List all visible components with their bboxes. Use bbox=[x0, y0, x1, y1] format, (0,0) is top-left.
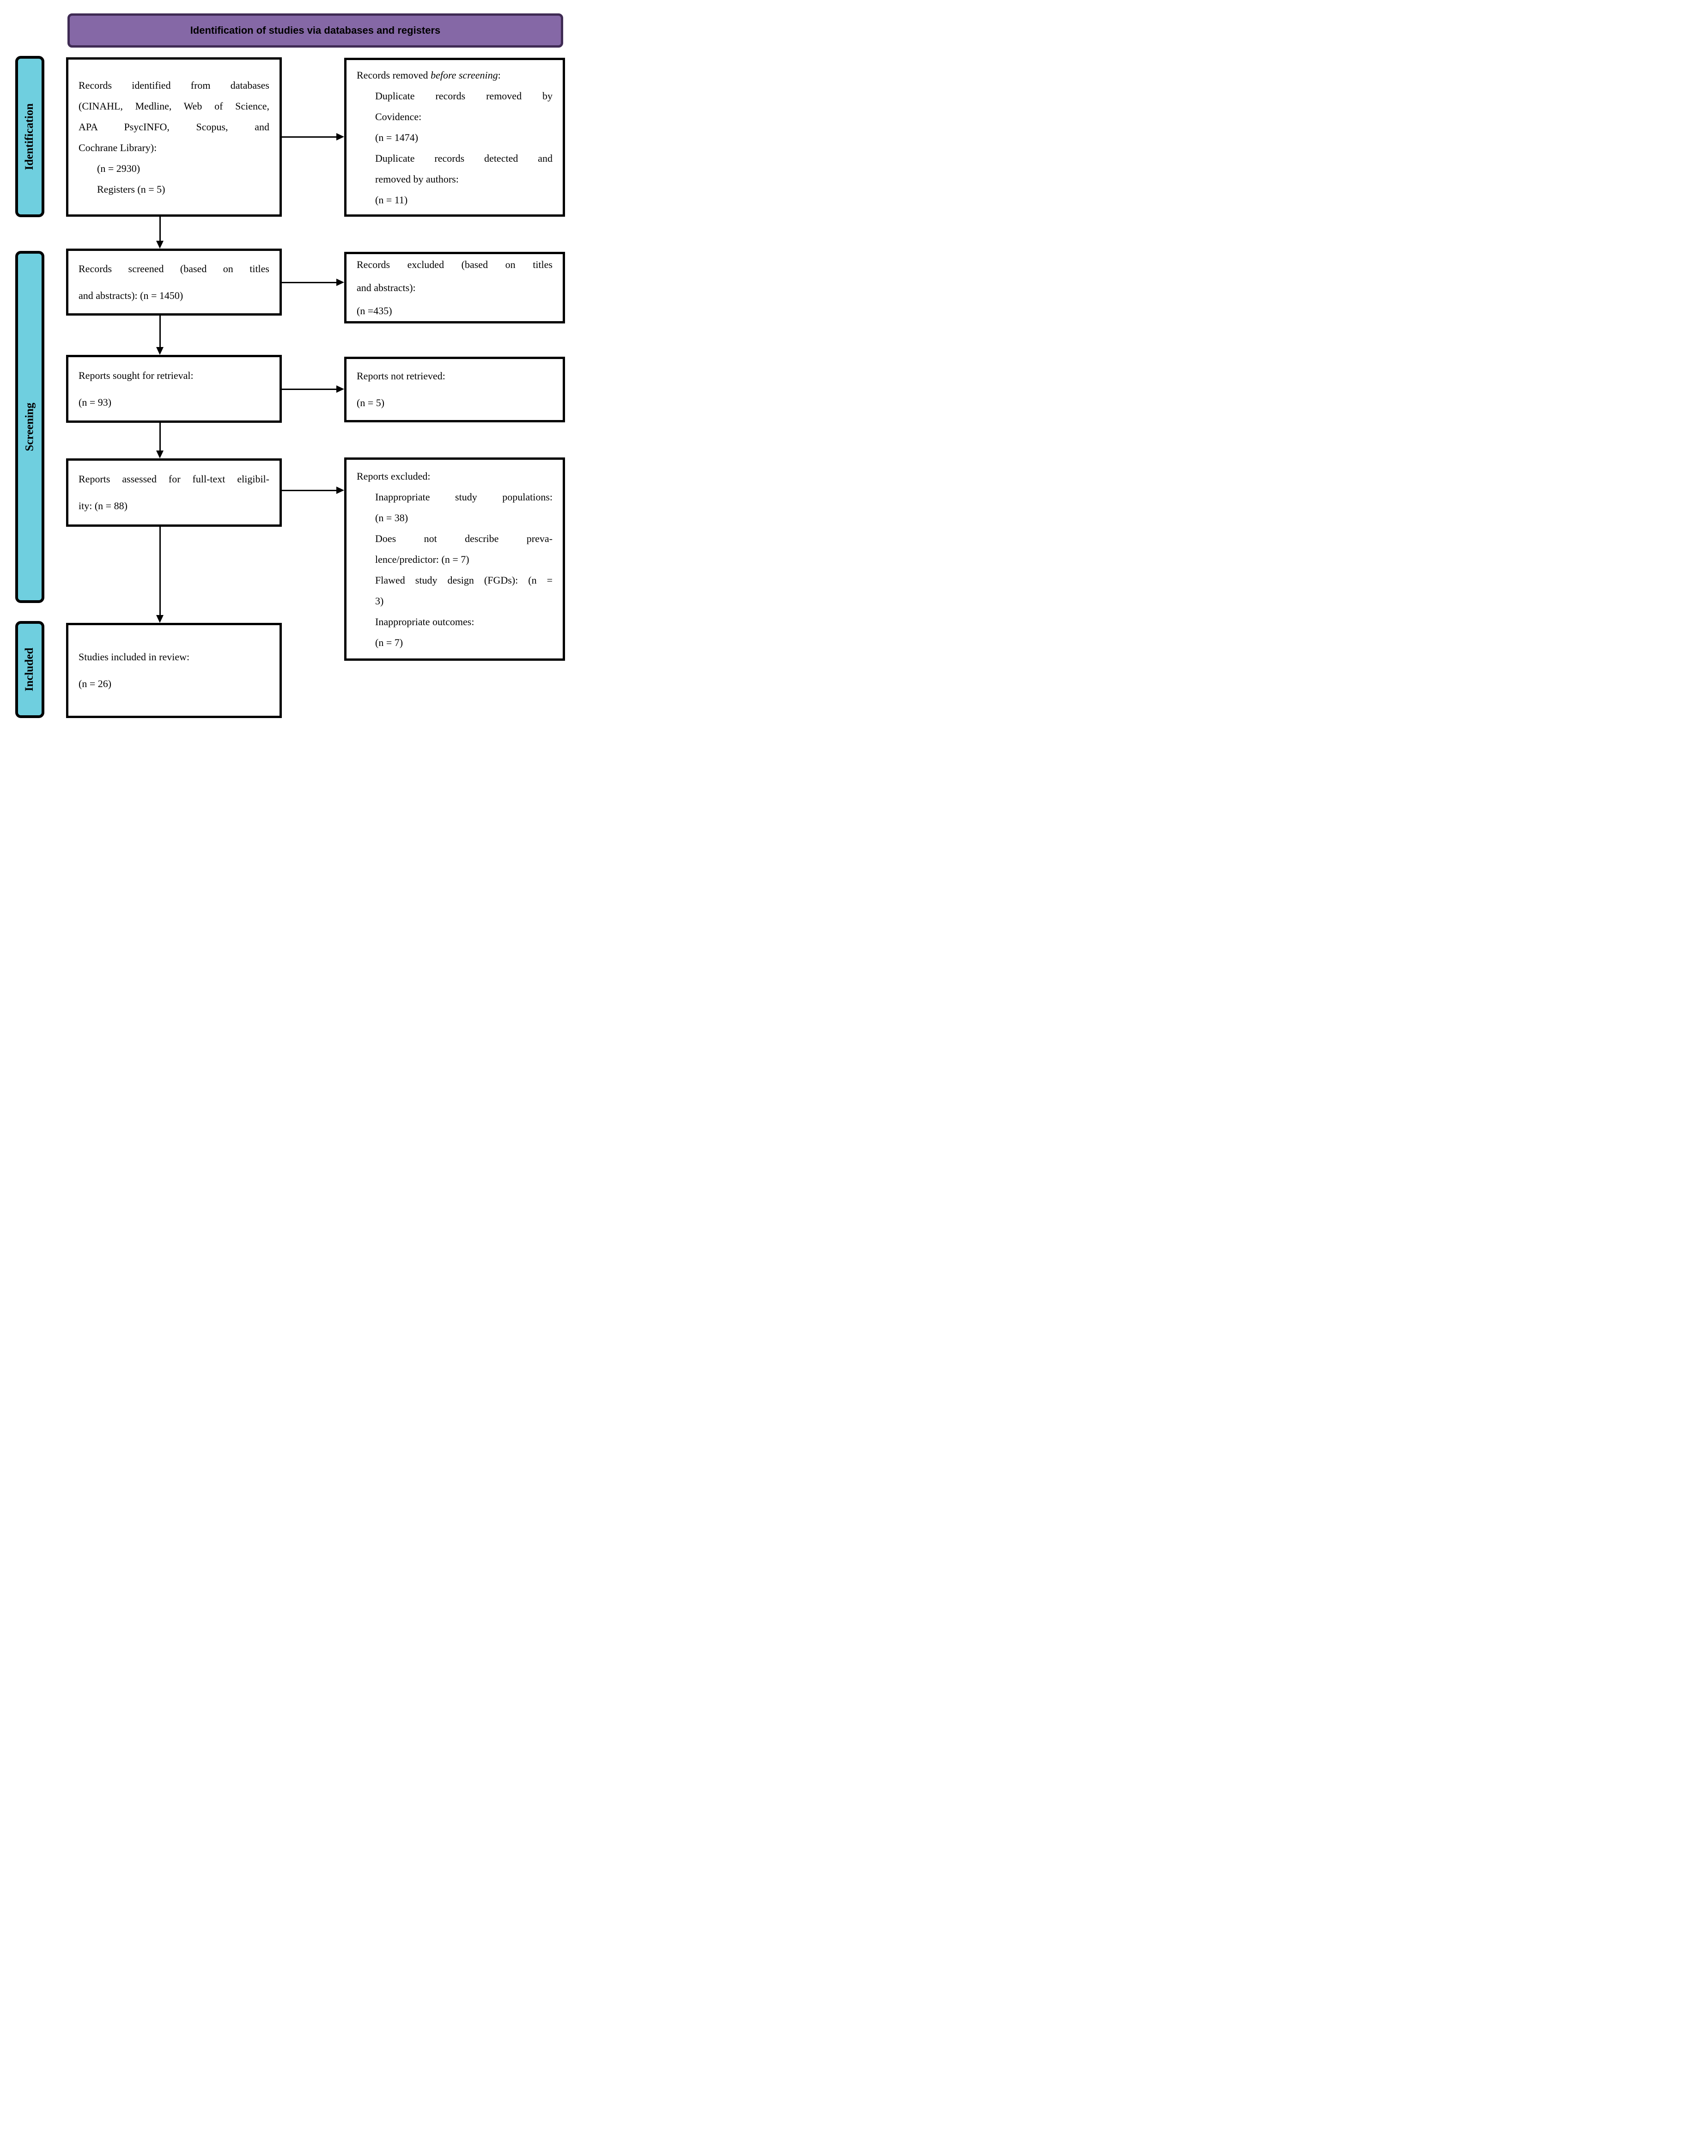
arrowhead-right-icon bbox=[336, 279, 344, 286]
text-line: (n = 38) bbox=[375, 512, 408, 524]
box-reports-excluded: Reports excluded: Inappropriate study po… bbox=[344, 457, 565, 661]
diagram-title: Identification of studies via databases … bbox=[190, 24, 441, 36]
text-line: (n =435) bbox=[357, 305, 392, 317]
arrow-sought-to-not-retrieved bbox=[282, 385, 344, 393]
text-line: lence/predictor: (n = 7) bbox=[375, 553, 469, 565]
text-line: (CINAHL, Medline, Web of Science, bbox=[79, 100, 269, 112]
text-line: (n = 1474) bbox=[375, 131, 419, 143]
box-reports-not-retrieved: Reports not retrieved: (n = 5) bbox=[344, 357, 565, 422]
text-line: Cochrane Library): bbox=[79, 141, 157, 153]
text-line: (n = 2930) bbox=[97, 162, 140, 174]
text-line: Records excluded (based on titles bbox=[357, 258, 553, 270]
stage-label-text: Screening bbox=[23, 402, 36, 451]
text-line: APA PsycINFO, Scopus, and bbox=[79, 121, 269, 133]
text-line: Inappropriate study populations: bbox=[375, 491, 553, 503]
arrow-assessed-to-reports-excluded bbox=[282, 487, 344, 494]
arrow-screened-to-sought bbox=[156, 316, 164, 355]
text-line: Records removed before screening: bbox=[357, 65, 553, 85]
text-segment-italic: before screening bbox=[431, 69, 498, 81]
arrowhead-right-icon bbox=[336, 133, 344, 140]
box-records-identified: Records identified from databases (CINAH… bbox=[66, 57, 282, 217]
text-line: (n = 7) bbox=[375, 636, 403, 648]
text-line: 3) bbox=[375, 595, 384, 607]
stage-label-text: Identification bbox=[23, 103, 36, 170]
arrowhead-right-icon bbox=[336, 385, 344, 393]
text-line: (n = 11) bbox=[375, 194, 408, 206]
box-records-screened: Records screened (based on titles and ab… bbox=[66, 249, 282, 316]
text-line: Inappropriate outcomes: bbox=[375, 615, 474, 627]
text-line: ity: (n = 88) bbox=[79, 500, 128, 512]
text-line: Records screened (based on titles bbox=[79, 262, 269, 274]
text-line: Reports not retrieved: bbox=[357, 370, 445, 382]
text-line: (n = 93) bbox=[79, 396, 112, 408]
text-line: Records identified from databases bbox=[79, 79, 269, 91]
text-line: Covidence: bbox=[375, 110, 422, 122]
box-reports-assessed: Reports assessed for full-text eligibil-… bbox=[66, 458, 282, 527]
text-line: Duplicate records removed by bbox=[375, 90, 553, 102]
text-line: Duplicate records detected and bbox=[375, 152, 553, 164]
text-line: Does not describe preva- bbox=[375, 532, 553, 544]
arrow-sought-to-assessed bbox=[156, 423, 164, 458]
prisma-flow-diagram: Identification of studies via databases … bbox=[0, 0, 570, 719]
text-line: and abstracts): (n = 1450) bbox=[79, 289, 183, 301]
arrow-identified-to-screened bbox=[156, 217, 164, 249]
arrow-identified-to-removed bbox=[282, 133, 344, 140]
stage-label-screening: Screening bbox=[15, 251, 44, 603]
title-banner: Identification of studies via databases … bbox=[67, 13, 563, 48]
text-segment: : bbox=[498, 69, 501, 81]
text-line: Studies included in review: bbox=[79, 651, 190, 663]
box-studies-included: Studies included in review: (n = 26) bbox=[66, 623, 282, 718]
stage-label-text: Included bbox=[23, 647, 36, 692]
text-line: and abstracts): bbox=[357, 281, 416, 293]
text-line: Reports excluded: bbox=[357, 470, 431, 482]
text-line: (n = 5) bbox=[357, 397, 385, 408]
arrowhead-right-icon bbox=[336, 487, 344, 494]
arrow-screened-to-excluded bbox=[282, 279, 344, 286]
box-records-removed: Records removed before screening: Duplic… bbox=[344, 58, 565, 217]
text-line: (n = 26) bbox=[79, 678, 112, 689]
text-line: Flawed study design (FGDs): (n = bbox=[375, 574, 553, 586]
box-records-excluded: Records excluded (based on titles and ab… bbox=[344, 252, 565, 323]
text-line: Registers (n = 5) bbox=[97, 183, 165, 195]
text-line: Reports sought for retrieval: bbox=[79, 369, 194, 381]
text-line: Reports assessed for full-text eligibil- bbox=[79, 473, 269, 485]
arrowhead-down-icon bbox=[156, 615, 164, 623]
stage-label-identification: Identification bbox=[15, 56, 44, 217]
box-reports-sought: Reports sought for retrieval: (n = 93) bbox=[66, 355, 282, 423]
arrow-assessed-to-included bbox=[156, 527, 164, 623]
text-line: removed by authors: bbox=[375, 173, 459, 185]
text-segment: Records removed bbox=[357, 69, 431, 81]
arrowhead-down-icon bbox=[156, 347, 164, 355]
arrowhead-down-icon bbox=[156, 241, 164, 249]
arrowhead-down-icon bbox=[156, 451, 164, 458]
stage-label-included: Included bbox=[15, 621, 44, 718]
